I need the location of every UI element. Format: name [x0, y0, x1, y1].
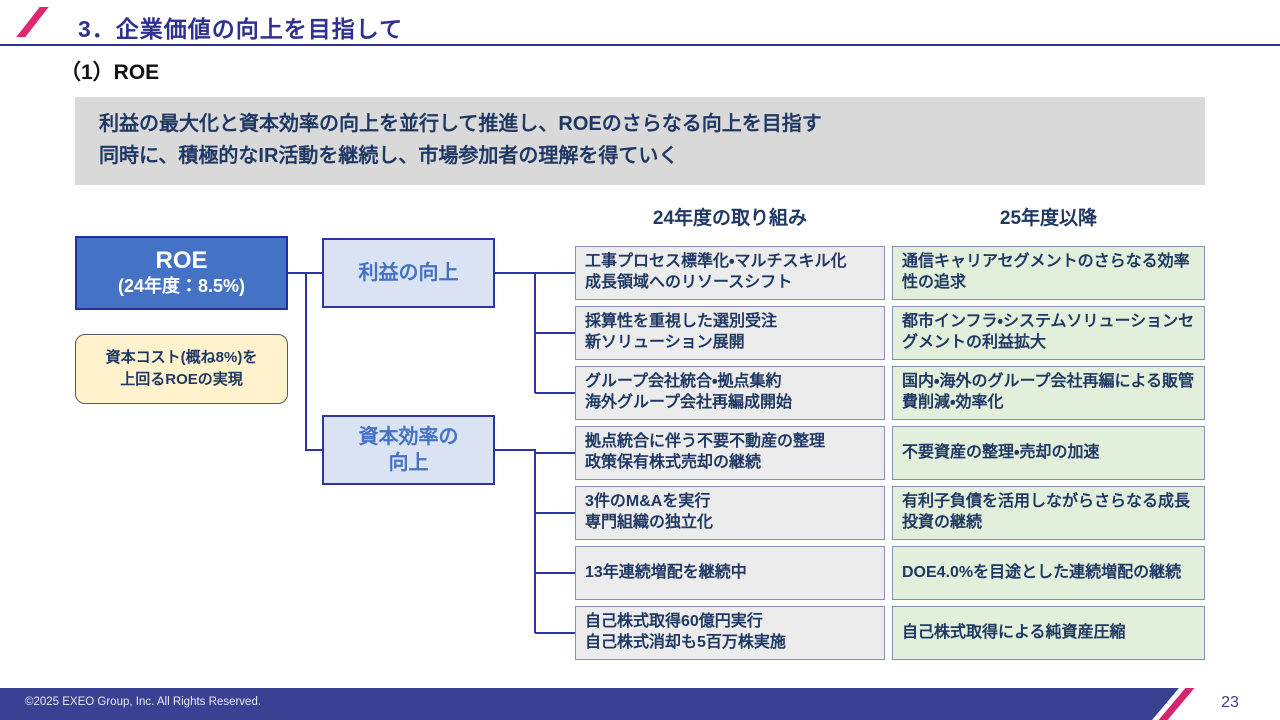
fy24-item-box: 拠点統合に伴う不要不動産の整理 政策保有株式売却の継続: [575, 426, 885, 480]
fy25-item-box: 不要資産の整理・売却の加速: [892, 426, 1205, 480]
fy24-item-box: 3件のM&Aを実行 専門組織の独立化: [575, 486, 885, 540]
fy25-item-box: 国内・海外のグループ会社再編による販管費削減・効率化: [892, 366, 1205, 420]
fy25-item-box: 有利子負債を活用しながらさらなる成長投資の継続: [892, 486, 1205, 540]
fy25-item-box: DOE4.0%を目途とした連続増配の継続: [892, 546, 1205, 600]
fy25-item-box: 自己株式取得による純資産圧縮: [892, 606, 1205, 660]
fy24-item-box: 採算性を重視した選別受注 新ソリューション展開: [575, 306, 885, 360]
title-slash-icon: [16, 7, 49, 37]
page-number: 23: [1221, 694, 1239, 711]
fy25-item-box: 都市インフラ・システムソリューションセグメントの利益拡大: [892, 306, 1205, 360]
roe-box: ROE (24年度：8.5%): [75, 236, 288, 310]
branch-box-profit: 利益の向上: [322, 238, 495, 308]
column-header-fy24: 24年度の取り組み: [652, 208, 808, 229]
copyright-text: ©2025 EXEO Group, Inc. All Rights Reserv…: [25, 696, 262, 708]
fy24-item-box: グループ会社統合・拠点集約 海外グループ会社再編成開始: [575, 366, 885, 420]
key-message-box: 利益の最大化と資本効率の向上を並行して推進し、ROEのさらなる向上を目指す 同時…: [75, 97, 1205, 185]
footer-bar: [0, 688, 1179, 720]
capital-cost-note: 資本コスト(概ね8%)を 上回るROEの実現: [75, 334, 288, 404]
fy24-item-box: 13年連続増配を継続中: [575, 546, 885, 600]
roe-value: (24年度：8.5%): [117, 275, 246, 296]
column-header-fy25: 25年度以降: [999, 208, 1098, 229]
fy25-item-box: 通信キャリアセグメントのさらなる効率性の追求: [892, 246, 1205, 300]
page-title: 3．企業価値の向上を目指して: [78, 16, 404, 42]
fy24-item-box: 工事プロセス標準化・マルチスキル化 成長領域へのリソースシフト: [575, 246, 885, 300]
fy24-item-box: 自己株式取得60億円実行 自己株式消却も5百万株実施: [575, 606, 885, 660]
slide-subtitle: （1）ROE: [60, 61, 160, 84]
branch-box-capital: 資本効率の 向上: [322, 415, 495, 485]
roe-title: ROE: [155, 247, 208, 275]
title-underline: [0, 44, 1280, 46]
